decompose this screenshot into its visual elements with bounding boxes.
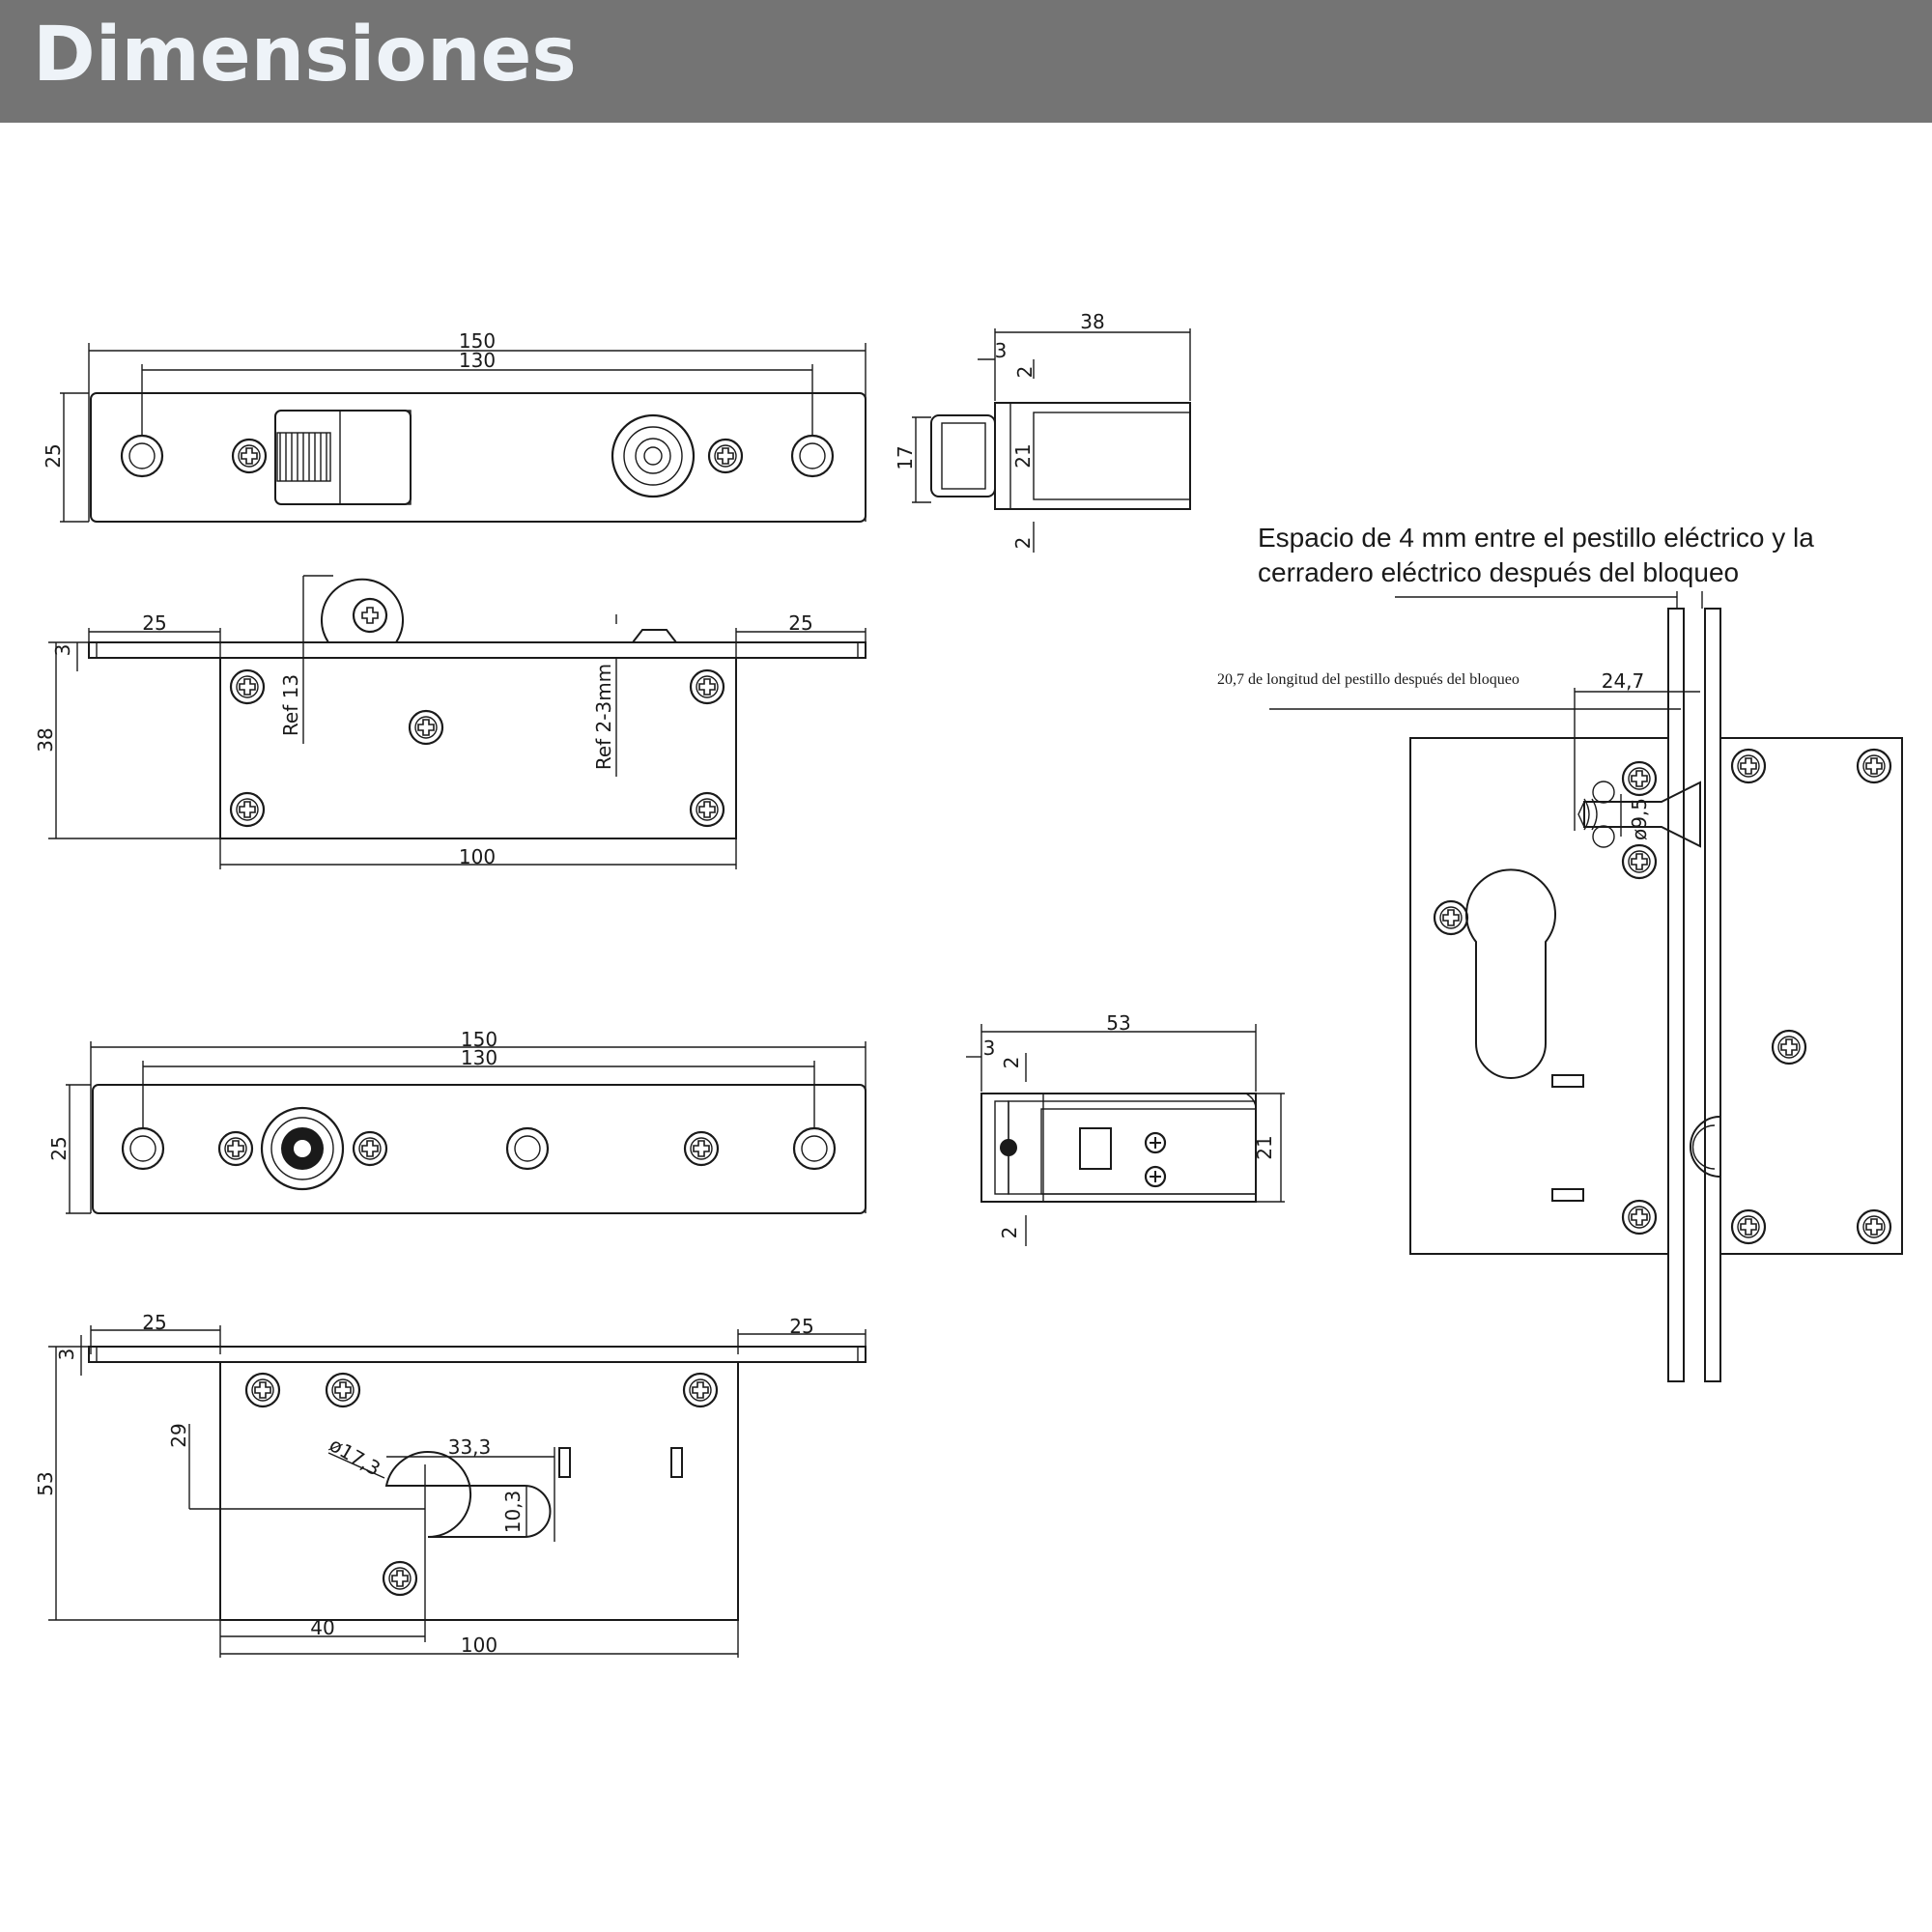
dim-25: 25 — [42, 443, 65, 468]
dim-29: 29 — [167, 1423, 190, 1447]
dim-100-strike-body: 100 — [461, 1634, 497, 1657]
dim-25-strike-right: 25 — [789, 1315, 813, 1338]
dim-150-strike: 150 — [461, 1028, 497, 1051]
note-bolt-length: 20,7 de longitud del pestillo después de… — [1217, 671, 1520, 688]
dim-3-strike-body: 3 — [55, 1349, 78, 1361]
ref-2-3mm: Ref 2-3mm — [592, 664, 615, 770]
dim-25-strike: 25 — [47, 1136, 71, 1160]
view-strike-side: 53 3 2 21 2 — [966, 1011, 1285, 1246]
view-strike-body: 25 25 3 53 29 33,3 ø17,3 10,3 — [34, 1311, 867, 1658]
view-bolt-body: 25 25 3 38 Ref 13 Ref 2-3mm 100 — [34, 575, 867, 869]
dim-phi17-3: ø17,3 — [326, 1433, 384, 1480]
dim-21-strike: 21 — [1253, 1135, 1276, 1159]
dim-33-3: 33,3 — [448, 1435, 492, 1459]
note-gap-line1: Espacio de 4 mm entre el pestillo eléctr… — [1258, 523, 1814, 553]
dim-130: 130 — [459, 349, 496, 372]
dim-21-side: 21 — [1011, 443, 1035, 468]
dim-53-side: 53 — [1106, 1011, 1130, 1035]
note-gap-line2: cerradero eléctrico después del bloqueo — [1258, 557, 1739, 587]
view-assembly: Espacio de 4 mm entre el pestillo eléctr… — [1217, 523, 1903, 1382]
page-title: Dimensiones — [33, 12, 577, 99]
dim-3-side: 3 — [995, 339, 1008, 362]
dim-40: 40 — [310, 1616, 334, 1639]
view-bolt-faceplate: 150 130 25 — [42, 329, 867, 523]
header-bar: Dimensiones — [0, 0, 1932, 123]
dim-10-3: 10,3 — [501, 1491, 525, 1534]
dim-53-body: 53 — [34, 1471, 57, 1495]
dim-130-strike: 130 — [461, 1046, 497, 1069]
dim-25-right: 25 — [788, 611, 812, 635]
dim-24-7: 24,7 — [1602, 669, 1645, 693]
dim-phi9-5: ø9,5 — [1628, 798, 1651, 840]
dim-2-side-top: 2 — [1013, 366, 1037, 379]
dim-2-strike-bottom: 2 — [998, 1227, 1021, 1239]
ref-13: Ref 13 — [279, 674, 302, 736]
dim-2-side-bottom: 2 — [1011, 537, 1035, 550]
dim-2-strike-top: 2 — [1000, 1057, 1023, 1069]
view-strike-faceplate: 150 130 25 — [47, 1028, 867, 1214]
dim-3-body: 3 — [51, 644, 74, 657]
dim-17-side: 17 — [894, 445, 917, 469]
dim-100-body: 100 — [459, 845, 496, 868]
dim-38-body: 38 — [34, 727, 57, 752]
dim-25-left: 25 — [142, 611, 166, 635]
dim-3-strike-side: 3 — [983, 1037, 996, 1060]
dim-38-side: 38 — [1080, 310, 1104, 333]
dim-150: 150 — [459, 329, 496, 353]
view-bolt-side: 38 3 2 17 21 2 — [894, 310, 1191, 553]
dim-25-strike-left: 25 — [142, 1311, 166, 1334]
